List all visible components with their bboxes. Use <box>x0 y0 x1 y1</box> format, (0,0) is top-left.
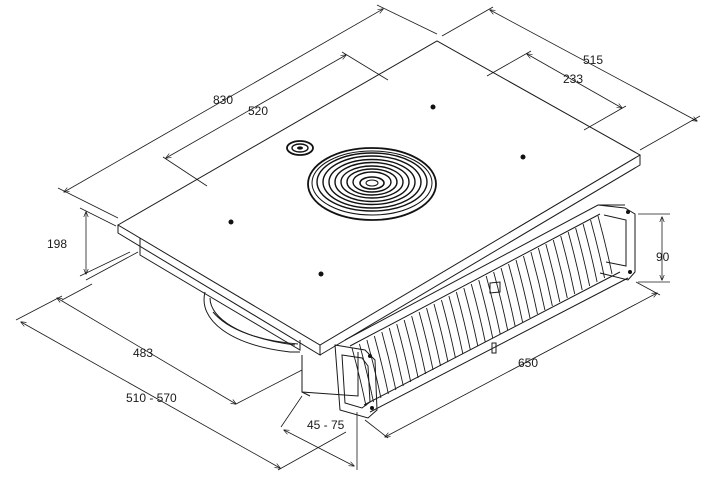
marker-dot <box>520 154 526 160</box>
duct-rib <box>381 331 397 391</box>
dim-height-duct: 90 <box>656 250 670 264</box>
duct-rib <box>388 327 404 387</box>
duct-ribs <box>351 215 613 407</box>
duct-rib <box>403 319 419 379</box>
duct-rib <box>567 231 583 291</box>
duct-rib <box>433 303 449 363</box>
marker-dot <box>318 271 324 277</box>
duct-rib <box>545 243 561 303</box>
duct-rib <box>485 275 501 335</box>
dimension-lines <box>15 4 701 471</box>
control-knob-icon <box>286 140 314 156</box>
duct-rib <box>560 235 576 295</box>
duct-rib <box>441 299 456 359</box>
dim-depth-total: 515 <box>583 53 603 67</box>
duct-rib <box>508 263 523 323</box>
duct-rib <box>537 247 553 307</box>
duct-rib <box>500 267 516 327</box>
extraction-vent-icon <box>307 147 437 221</box>
duct-rib <box>351 347 367 407</box>
duct-rib <box>515 259 531 319</box>
duct-rib <box>448 295 464 355</box>
duct-rib <box>478 279 494 339</box>
dim-width-total: 830 <box>213 93 233 107</box>
duct-rib <box>582 223 598 283</box>
duct-rib <box>426 307 441 367</box>
marker-dot <box>228 219 234 225</box>
flat-duct <box>334 204 636 419</box>
marker-dot <box>430 104 436 110</box>
dimension-labels: 830 520 515 233 198 90 483 510 - 570 45 … <box>47 53 670 432</box>
dim-worktop-range: 510 - 570 <box>126 391 177 405</box>
dim-cutout-depth: 483 <box>133 346 153 360</box>
duct-rib <box>597 215 613 275</box>
duct-rib <box>396 323 412 383</box>
dim-offset-range: 45 - 75 <box>307 418 345 432</box>
unit-body <box>139 238 359 397</box>
duct-rib <box>463 287 479 347</box>
duct-rib <box>418 311 434 371</box>
duct-rib <box>493 271 509 331</box>
duct-rib <box>411 315 427 375</box>
duct-rib <box>366 339 382 399</box>
duct-rib <box>590 219 605 279</box>
duct-rib <box>523 255 538 315</box>
dim-duct-length: 650 <box>518 356 538 370</box>
surface-markers <box>228 104 526 277</box>
duct-rib <box>470 283 486 343</box>
dim-depth-inner: 233 <box>563 72 583 86</box>
dim-width-inner: 520 <box>248 104 268 118</box>
duct-rib <box>530 251 546 311</box>
duct-rib <box>359 343 374 403</box>
duct-rib <box>575 227 591 287</box>
dim-height-total: 198 <box>47 237 67 251</box>
duct-rib <box>552 239 568 299</box>
duct-rib <box>455 291 471 351</box>
